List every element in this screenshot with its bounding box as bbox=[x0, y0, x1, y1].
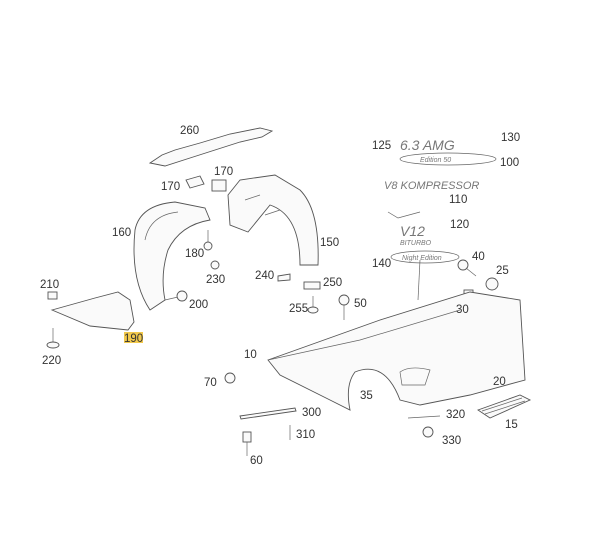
part-240-clip[interactable] bbox=[277, 273, 291, 282]
leader-140 bbox=[417, 259, 421, 301]
part-70-nut[interactable] bbox=[224, 372, 236, 384]
part-300-molding[interactable] bbox=[239, 407, 297, 420]
callout[interactable]: 150 bbox=[320, 237, 339, 249]
emblem-120-v12-biturbo[interactable]: V12 BITURBO bbox=[400, 223, 432, 247]
callout[interactable]: 210 bbox=[40, 279, 59, 291]
part-160-wheel-liner-front[interactable] bbox=[133, 201, 211, 311]
callout[interactable]: 110 bbox=[449, 194, 467, 206]
part-230-nut[interactable] bbox=[210, 260, 220, 270]
callout[interactable]: 60 bbox=[250, 455, 263, 467]
callout[interactable]: 50 bbox=[354, 298, 367, 310]
callout[interactable]: 200 bbox=[189, 299, 208, 311]
callout[interactable]: 25 bbox=[496, 265, 509, 277]
part-210-clip[interactable] bbox=[47, 291, 58, 300]
callout[interactable]: 180 bbox=[185, 248, 204, 260]
part-170-clip-right[interactable] bbox=[211, 179, 227, 192]
callout[interactable]: 160 bbox=[112, 227, 131, 239]
part-260-trim-strip[interactable] bbox=[148, 127, 274, 167]
callout[interactable]: 330 bbox=[442, 435, 461, 447]
callout[interactable]: 35 bbox=[360, 390, 373, 402]
emblem-125-amg[interactable]: 6.3 AMG bbox=[400, 137, 455, 153]
part-170-clip-left[interactable] bbox=[185, 175, 205, 189]
part-200-screw[interactable] bbox=[164, 290, 188, 302]
callout-labels: 260 170 170 160 150 180 230 240 250 200 … bbox=[40, 125, 520, 467]
callout[interactable]: 250 bbox=[323, 277, 342, 289]
part-150-wheel-liner-rear[interactable] bbox=[227, 174, 319, 266]
callout[interactable]: 255 bbox=[289, 303, 308, 315]
callout[interactable]: 220 bbox=[42, 355, 61, 367]
part-190-splash-shield[interactable] bbox=[50, 291, 135, 331]
emblem-140-night-edition[interactable]: Night Edition bbox=[390, 250, 460, 264]
part-15-grille[interactable] bbox=[477, 394, 532, 419]
callout[interactable]: 125 bbox=[372, 140, 391, 152]
part-60-bolt[interactable] bbox=[242, 431, 252, 456]
emblem-100-v8[interactable]: V8 KOMPRESSOR bbox=[384, 180, 479, 192]
callout[interactable]: 10 bbox=[244, 349, 257, 361]
part-220-bolt[interactable] bbox=[46, 328, 60, 349]
callout[interactable]: 300 bbox=[302, 407, 321, 419]
svg-text:V8 KOMPRESSOR: V8 KOMPRESSOR bbox=[384, 180, 479, 192]
svg-text:Night Edition: Night Edition bbox=[402, 255, 442, 262]
callout[interactable]: 170 bbox=[214, 166, 233, 178]
callout[interactable]: 120 bbox=[450, 219, 469, 231]
callout[interactable]: 230 bbox=[206, 274, 225, 286]
callout[interactable]: 130 bbox=[501, 132, 520, 144]
callout-selected[interactable]: 190 bbox=[124, 333, 143, 345]
callout[interactable]: 310 bbox=[296, 429, 315, 441]
part-250-clip[interactable] bbox=[303, 281, 321, 290]
svg-text:Edition 50: Edition 50 bbox=[420, 157, 451, 164]
callout[interactable]: 70 bbox=[204, 377, 217, 389]
callout[interactable]: 100 bbox=[500, 157, 519, 169]
callout[interactable]: 40 bbox=[472, 251, 485, 263]
part-330-bolt[interactable] bbox=[422, 426, 434, 438]
part-255-bolt[interactable] bbox=[307, 296, 319, 314]
part-320-strip[interactable] bbox=[407, 415, 441, 419]
callout[interactable]: 30 bbox=[456, 304, 469, 316]
callout[interactable]: 140 bbox=[372, 258, 391, 270]
svg-text:V12: V12 bbox=[400, 223, 425, 239]
part-180-screw[interactable] bbox=[203, 230, 213, 251]
part-50-bolt[interactable] bbox=[338, 294, 350, 320]
svg-text:BITURBO: BITURBO bbox=[400, 240, 432, 247]
callout[interactable]: 15 bbox=[505, 419, 518, 431]
selected-callout-highlight bbox=[124, 332, 143, 343]
callout[interactable]: 20 bbox=[493, 376, 506, 388]
emblem-130-edition[interactable]: Edition 50 bbox=[399, 152, 497, 166]
emblem-110-v12-small[interactable] bbox=[387, 211, 421, 219]
part-25-grommet[interactable] bbox=[485, 277, 499, 291]
callout[interactable]: 170 bbox=[161, 181, 180, 193]
callout[interactable]: 320 bbox=[446, 409, 465, 421]
svg-text:6.3 AMG: 6.3 AMG bbox=[400, 137, 455, 153]
callout[interactable]: 260 bbox=[180, 125, 199, 137]
part-10-fender[interactable] bbox=[267, 291, 526, 411]
part-40-bolt[interactable] bbox=[457, 259, 477, 277]
callout[interactable]: 240 bbox=[255, 270, 274, 282]
